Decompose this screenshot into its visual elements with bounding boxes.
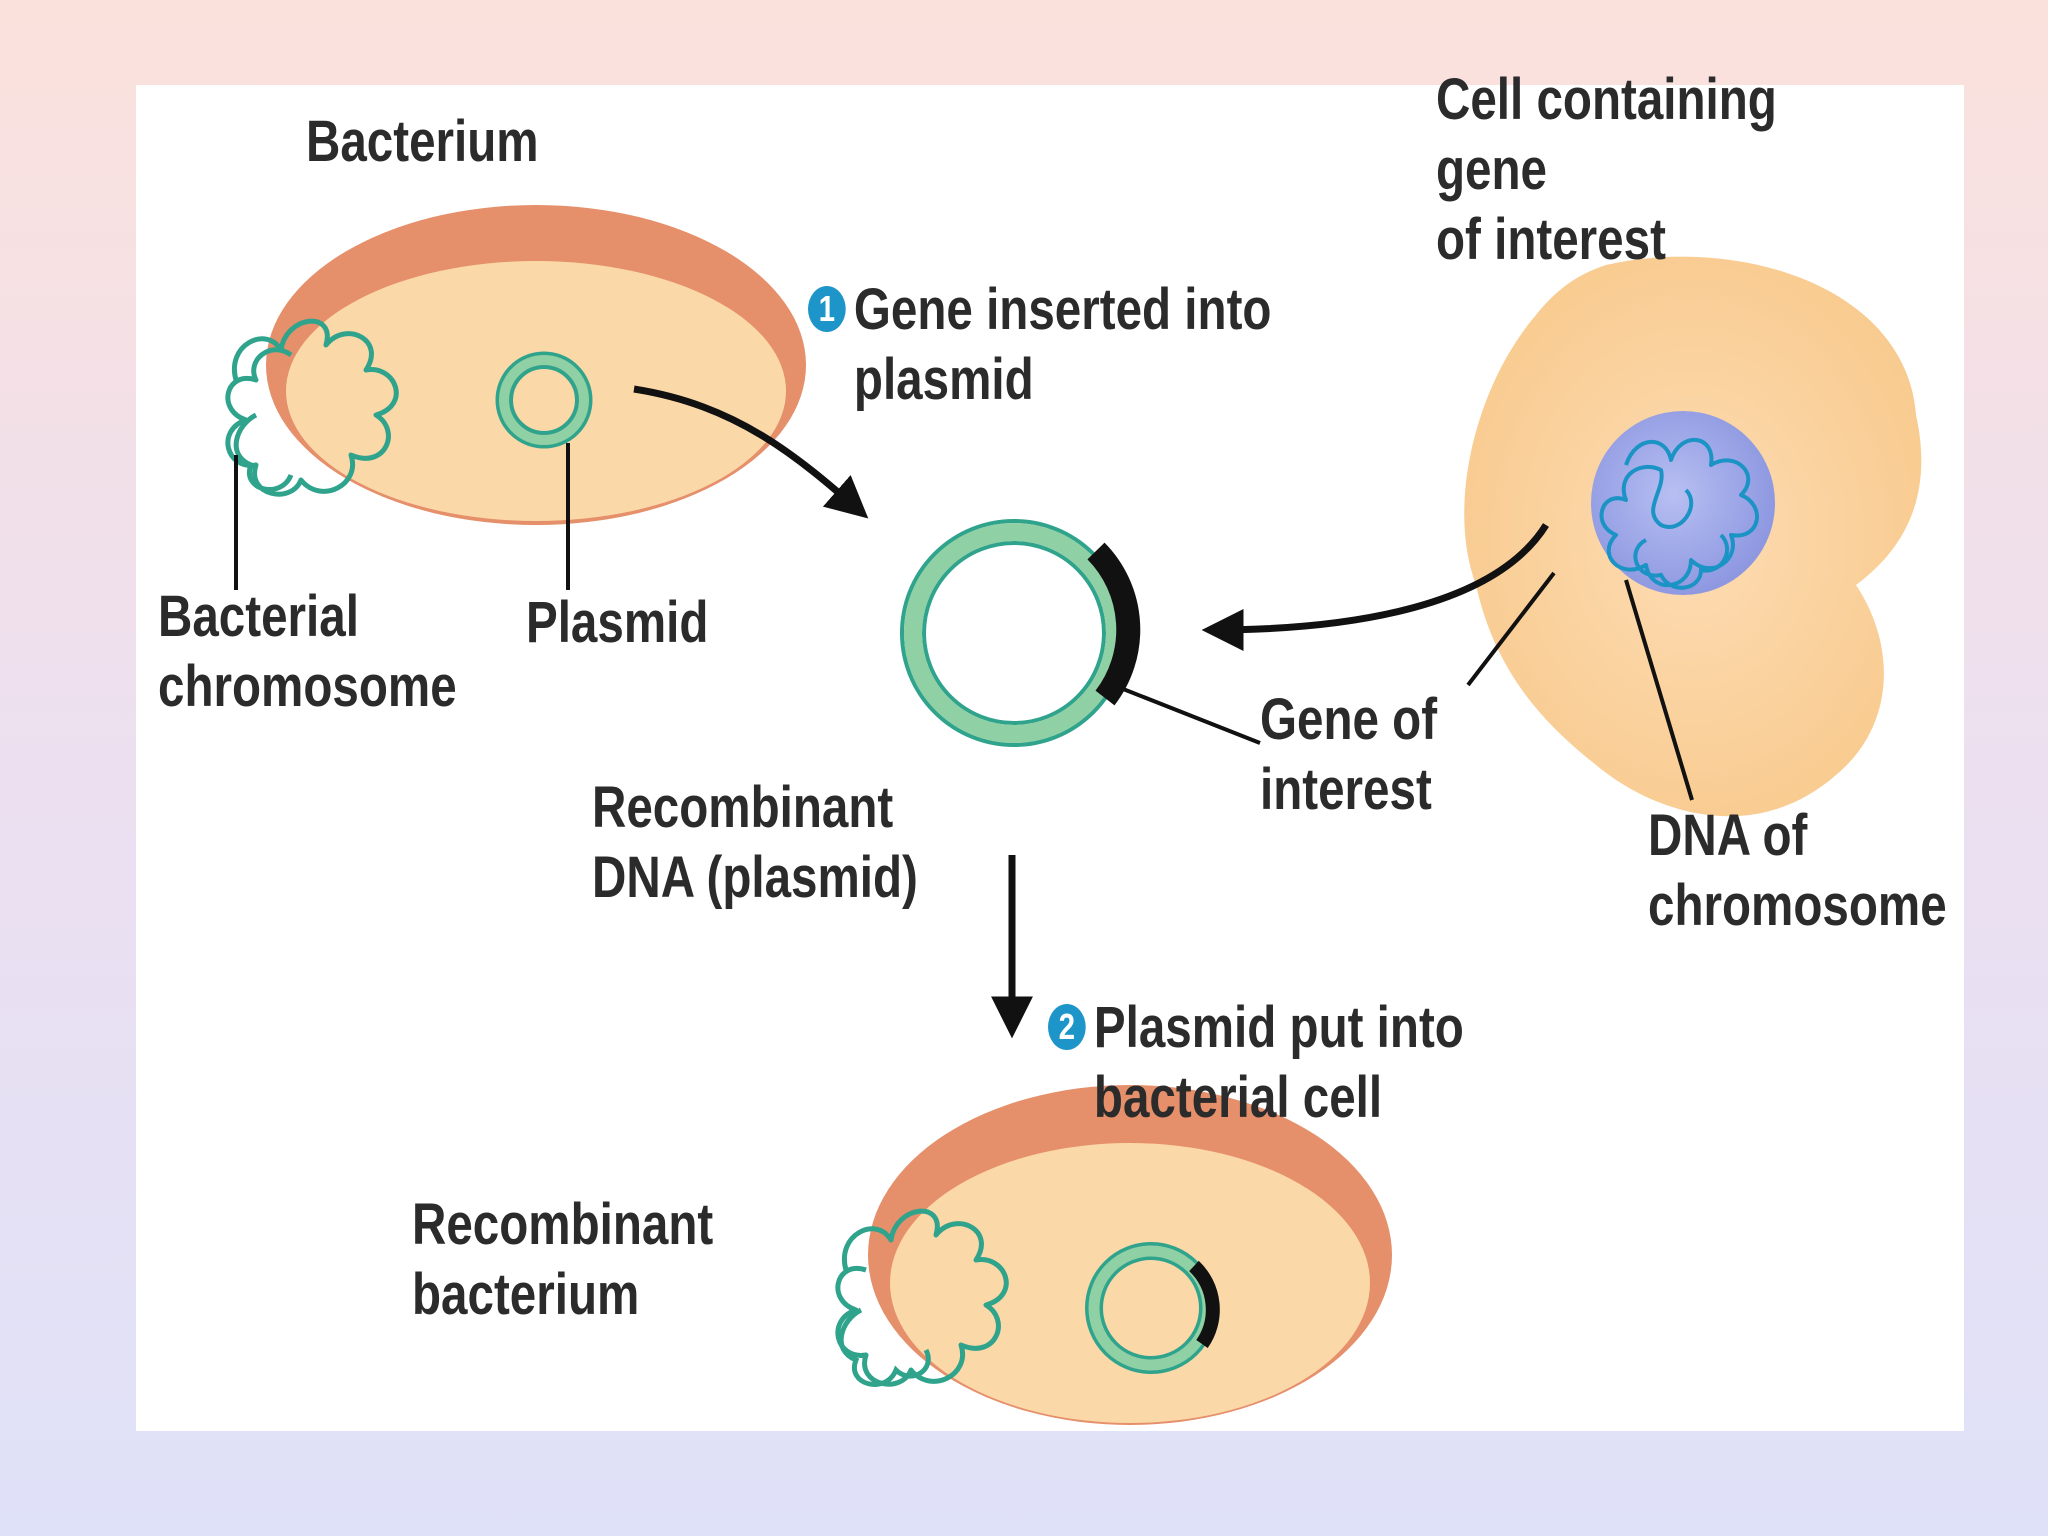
dna-pointer [1624,579,1694,801]
arrow-plasmid-to-recombinant [633,385,869,519]
donor-cell [1464,256,1922,817]
recombinant-bacterium-cell [835,1085,1392,1425]
gene-of-interest-pointer-2 [1466,571,1556,687]
label-bacterial-chromosome: Bacterial chromosome [158,584,457,719]
label-gene-of-interest: Gene of interest [1260,687,1438,822]
label-recombinant-bacterium: Recombinant bacterium [412,1192,714,1327]
label-plasmid: Plasmid [526,590,709,655]
recombinant-plasmid [900,519,1141,747]
step-1-badge: 1 [808,286,846,332]
bacterial-chromosome-strand [225,318,399,497]
step-2-text: Plasmid put into bacterial cell [1093,995,1464,1130]
label-bacterium: Bacterium [306,109,539,174]
gene-insert [1087,542,1141,706]
chromosome-dna-strand [1599,438,1759,588]
step-1-text: Gene inserted into plasmid [853,277,1272,412]
recombinant-dna-figure: Bacterium Bacterial chromosome Plasmid C… [136,67,1964,1431]
plasmid-ring [495,351,593,449]
label-cell-containing-gene: Cell containing gene of interest [1436,67,1777,272]
step-2-badge: 2 [1048,1004,1086,1050]
label-recombinant-dna: Recombinant DNA (plasmid) [592,775,918,910]
figure-artwork [225,205,1922,1425]
bacterium-cell [225,205,806,590]
gene-of-interest-pointer-1 [1112,683,1261,745]
arrow-gene-to-plasmid [1201,523,1549,651]
recombinant-gene-insert [1189,1260,1220,1349]
label-dna-of-chromosome: DNA of chromosome [1648,803,1947,938]
